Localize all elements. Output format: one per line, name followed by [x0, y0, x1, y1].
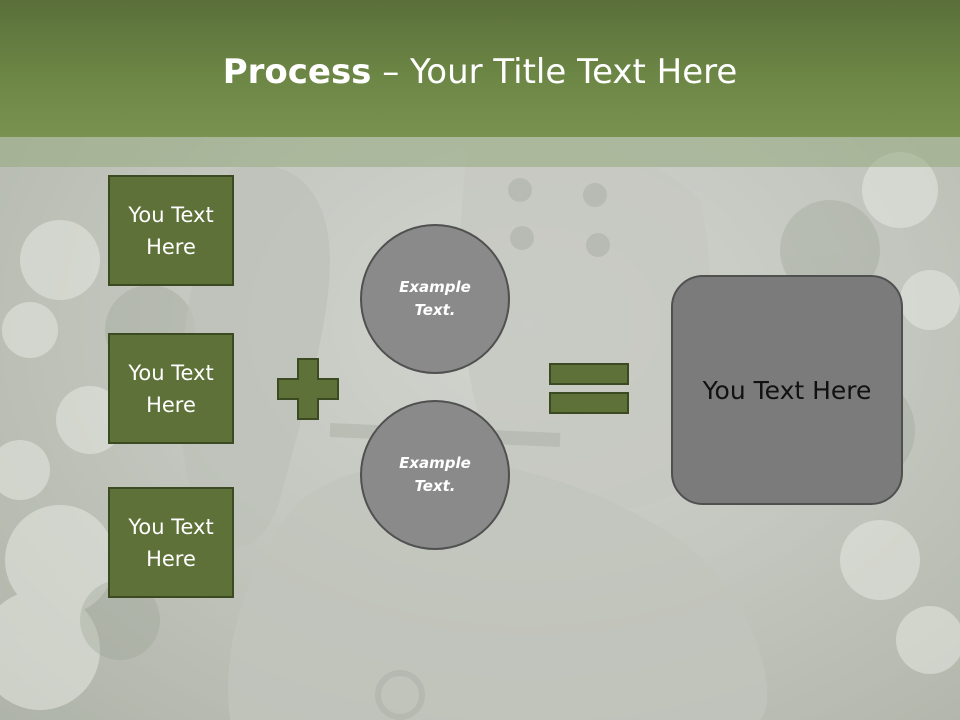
- title-bar: [0, 0, 960, 137]
- input-box-1[interactable]: You Text Here: [108, 175, 234, 286]
- input-box-2[interactable]: You Text Here: [108, 333, 234, 444]
- title-rest: – Your Title Text Here: [371, 52, 738, 92]
- input-box-3[interactable]: You Text Here: [108, 487, 234, 598]
- slide-title: Process – Your Title Text Here: [0, 52, 960, 92]
- title-band: [0, 137, 960, 167]
- result-box[interactable]: You Text Here: [671, 275, 903, 505]
- circle-label: Example Text.: [399, 454, 471, 495]
- example-circle-2[interactable]: Example Text.: [360, 400, 510, 550]
- result-label: You Text Here: [702, 375, 872, 405]
- input-box-label: You Text Here: [128, 514, 214, 571]
- circle-label: Example Text.: [399, 278, 471, 319]
- example-circle-1[interactable]: Example Text.: [360, 224, 510, 374]
- plus-icon: [277, 358, 339, 420]
- input-box-label: You Text Here: [128, 202, 214, 259]
- input-box-label: You Text Here: [128, 360, 214, 417]
- equals-icon: [549, 363, 629, 414]
- title-bold: Process: [222, 52, 372, 92]
